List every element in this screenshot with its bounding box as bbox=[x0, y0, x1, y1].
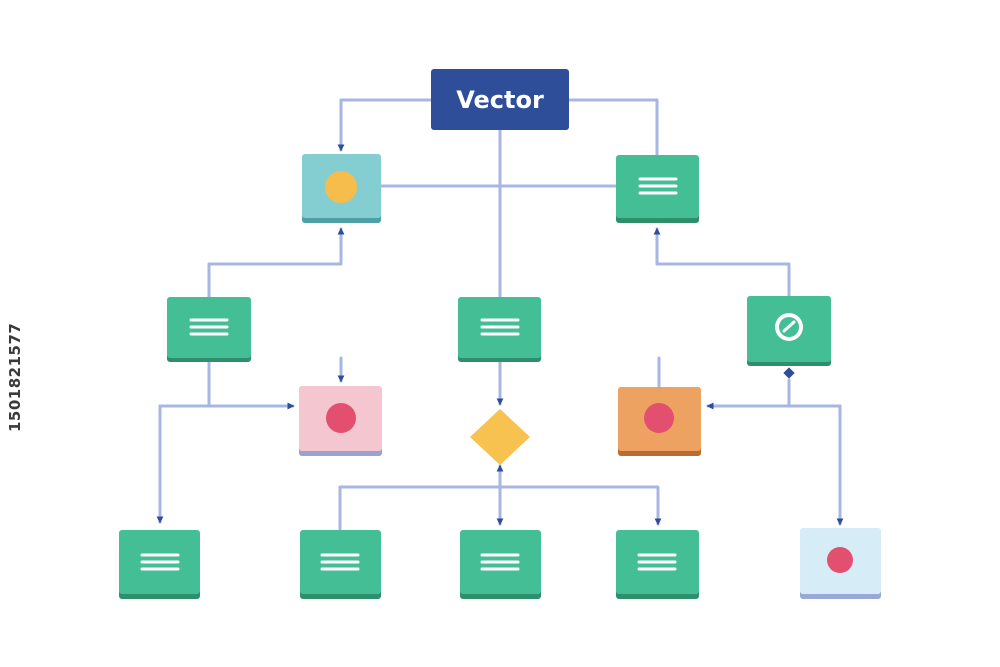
green-node-top-right bbox=[616, 155, 699, 223]
connector-lines bbox=[156, 98, 844, 532]
menu-lines-icon bbox=[637, 553, 677, 571]
side-id-text: 1501821577 bbox=[6, 322, 24, 432]
green-node-check bbox=[747, 296, 831, 366]
title-node: Vector bbox=[431, 69, 569, 130]
teal-node bbox=[302, 154, 381, 223]
menu-lines-icon bbox=[480, 318, 520, 336]
title-label: Vector bbox=[456, 86, 544, 114]
orange-node bbox=[618, 387, 701, 456]
red-circle-icon bbox=[644, 403, 674, 433]
decision-diamond bbox=[470, 409, 530, 465]
menu-lines-icon bbox=[189, 318, 229, 336]
green-node-bottom-4 bbox=[616, 530, 699, 599]
green-node-bottom-3 bbox=[460, 530, 541, 599]
yellow-circle-icon bbox=[325, 171, 357, 203]
green-node-bottom-2 bbox=[300, 530, 381, 599]
connector-mid-left-to-teal bbox=[207, 227, 345, 300]
green-node-mid-center bbox=[458, 297, 541, 362]
menu-lines-icon bbox=[140, 553, 180, 571]
green-node-bottom-1 bbox=[119, 530, 200, 599]
pink-node bbox=[299, 386, 382, 456]
title-box bbox=[431, 69, 569, 130]
connector-check-to-green-top-right bbox=[653, 227, 791, 298]
menu-lines-icon bbox=[480, 553, 520, 571]
menu-lines-icon bbox=[638, 177, 678, 195]
green-node-mid-left bbox=[167, 297, 251, 362]
connector-title-to-teal bbox=[337, 98, 433, 152]
red-circle-icon bbox=[827, 547, 853, 573]
connector-diamond-marker bbox=[783, 367, 795, 379]
check-circle-icon bbox=[775, 313, 803, 341]
connector-title-to-green-top-right bbox=[567, 98, 659, 158]
decision-diamond-shape bbox=[470, 409, 530, 465]
red-circle-icon bbox=[326, 403, 356, 433]
lightblue-node bbox=[800, 528, 881, 599]
menu-lines-icon bbox=[320, 553, 360, 571]
